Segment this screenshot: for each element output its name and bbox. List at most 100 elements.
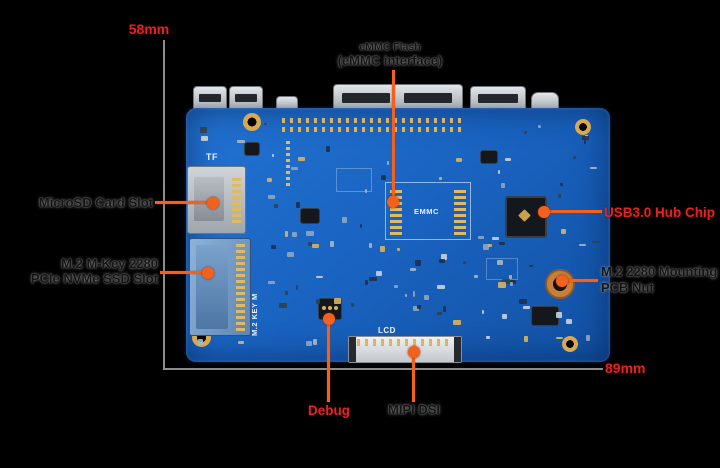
smd-component xyxy=(307,241,313,247)
smd-component xyxy=(560,182,564,186)
annotation-nut-line1: M.2 2280 Mounting xyxy=(601,264,718,279)
leader-dot-nut xyxy=(556,275,568,287)
smd-component xyxy=(199,127,208,133)
smd-component xyxy=(498,241,506,246)
smd-component xyxy=(295,202,301,208)
leader-line-mipi xyxy=(412,355,415,402)
leader-dot-mipi xyxy=(408,346,420,358)
smd-component xyxy=(267,177,272,182)
annotation-m2-line1: M.2 M-Key 2280 xyxy=(61,256,158,271)
smd-component xyxy=(497,260,504,265)
width-dimension-label: 89mm xyxy=(605,360,646,376)
smd-component xyxy=(315,298,321,304)
smd-component xyxy=(437,312,442,316)
via-stitch-column xyxy=(286,140,290,186)
smd-component xyxy=(375,271,383,277)
silkscreen-outline xyxy=(486,258,518,280)
height-dimension-line xyxy=(163,40,165,370)
smd-component xyxy=(279,302,287,308)
smd-component xyxy=(393,284,398,289)
smd-component xyxy=(369,242,373,248)
lcd-silkscreen: LCD xyxy=(378,326,396,335)
leader-dot-microsd xyxy=(207,197,219,209)
small-ic xyxy=(300,208,320,224)
height-dimension-label: 58mm xyxy=(128,21,170,37)
smd-component xyxy=(478,235,485,239)
smd-component xyxy=(573,156,576,160)
smd-component xyxy=(290,167,298,170)
smd-component xyxy=(286,251,294,258)
m2-slot xyxy=(189,238,251,336)
smd-component xyxy=(415,260,422,266)
smd-component xyxy=(263,122,267,125)
smd-component xyxy=(488,244,493,248)
leader-line-debug xyxy=(327,324,330,402)
smd-component xyxy=(312,244,319,248)
usb3-hub-chip xyxy=(505,196,547,238)
smd-component xyxy=(284,231,289,237)
smd-component xyxy=(441,254,448,261)
smd-component xyxy=(200,135,209,141)
smd-component xyxy=(589,167,598,170)
leader-dot-emmc xyxy=(387,196,399,208)
leader-line-emmc xyxy=(392,70,395,198)
smd-component xyxy=(412,305,419,312)
smd-component xyxy=(485,336,490,340)
smd-component xyxy=(291,232,298,237)
smd-component xyxy=(330,241,334,247)
annotation-microsd: MicroSD Card Slot xyxy=(38,195,153,210)
annotation-mipi: MIPI DSI xyxy=(387,402,440,417)
annotation-m2-line2: PCIe NVMe SSD Slot xyxy=(30,271,158,286)
smd-component xyxy=(463,261,467,265)
smd-component xyxy=(498,282,506,288)
smd-component xyxy=(497,169,500,174)
smd-component xyxy=(557,193,561,199)
smd-component xyxy=(396,247,400,252)
smd-component xyxy=(510,281,513,286)
smd-component xyxy=(342,216,347,223)
smd-component xyxy=(439,258,445,264)
leader-line-microsd xyxy=(155,201,209,204)
smd-component xyxy=(351,303,354,308)
smd-component xyxy=(271,153,275,158)
smd-component xyxy=(443,306,447,313)
smd-layer xyxy=(186,108,610,362)
solder-pin-row xyxy=(282,118,462,123)
small-ic xyxy=(480,150,498,164)
smd-component xyxy=(523,305,531,310)
annotation-usb-hub: USB3.0 Hub Chip xyxy=(604,205,716,220)
smd-component xyxy=(237,140,245,144)
smd-component xyxy=(296,284,299,290)
leader-line-m2 xyxy=(160,271,206,274)
smd-component xyxy=(481,309,485,314)
smd-component xyxy=(453,319,461,326)
smd-component xyxy=(423,294,429,300)
smd-component xyxy=(500,183,506,188)
tf-silkscreen: TF xyxy=(206,152,218,162)
lcd-connector xyxy=(348,336,462,363)
width-dimension-line xyxy=(163,368,603,370)
annotation-nut-line2: PCB Nut xyxy=(601,280,654,295)
smd-component xyxy=(566,319,572,325)
annotation-emmc-line2: (eMMC interface) xyxy=(337,53,443,68)
smd-component xyxy=(491,237,499,241)
smd-component xyxy=(586,335,591,341)
smd-component xyxy=(306,231,314,237)
leader-line-usb-hub xyxy=(548,210,602,213)
smd-component xyxy=(386,160,389,166)
smd-component xyxy=(325,145,330,152)
annotation-emmc-line1: eMMC Flash xyxy=(359,41,421,53)
smd-component xyxy=(504,158,511,161)
smd-component xyxy=(582,135,589,140)
smd-component xyxy=(524,335,528,342)
smd-component xyxy=(306,340,312,347)
pcb-board: TF M.2 KEY M EMMC xyxy=(186,108,610,363)
smd-component xyxy=(274,203,278,208)
smd-component xyxy=(298,156,305,161)
smd-component xyxy=(560,229,567,235)
smd-component xyxy=(583,140,587,144)
smd-component xyxy=(333,298,341,304)
smd-component xyxy=(502,279,510,284)
smd-component xyxy=(579,243,587,246)
silkscreen-outline xyxy=(336,168,372,192)
